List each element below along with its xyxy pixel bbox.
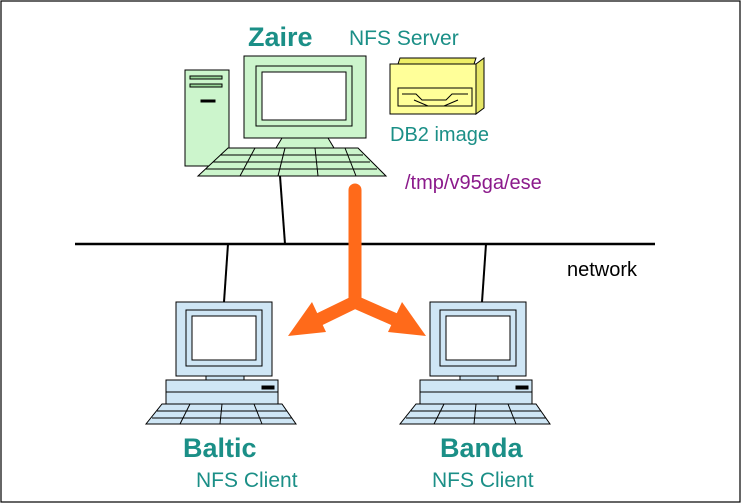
arrow-head-left (288, 302, 326, 336)
banda-link (481, 243, 487, 303)
image-path-label: /tmp/v95ga/ese (405, 172, 542, 194)
server-name-label: Zaire (248, 22, 313, 52)
banda-role-label: NFS Client (432, 469, 534, 492)
server-link (279, 175, 286, 245)
baltic-name-label: Baltic (183, 433, 257, 463)
db2-image-label: DB2 image (390, 124, 489, 146)
baltic-role-label: NFS Client (196, 469, 298, 492)
disk-drive-icon (389, 57, 485, 115)
server-computer-icon (184, 55, 388, 177)
banda-name-label: Banda (440, 433, 523, 463)
arrow-stem (311, 183, 403, 327)
network-label: network (567, 259, 638, 281)
server-role-label: NFS Server (349, 27, 459, 50)
baltic-computer-icon (144, 301, 297, 425)
banda-computer-icon (398, 301, 551, 425)
baltic-link (223, 243, 229, 303)
arrow-head-right (388, 302, 426, 336)
nfs-export-arrow (288, 183, 426, 336)
